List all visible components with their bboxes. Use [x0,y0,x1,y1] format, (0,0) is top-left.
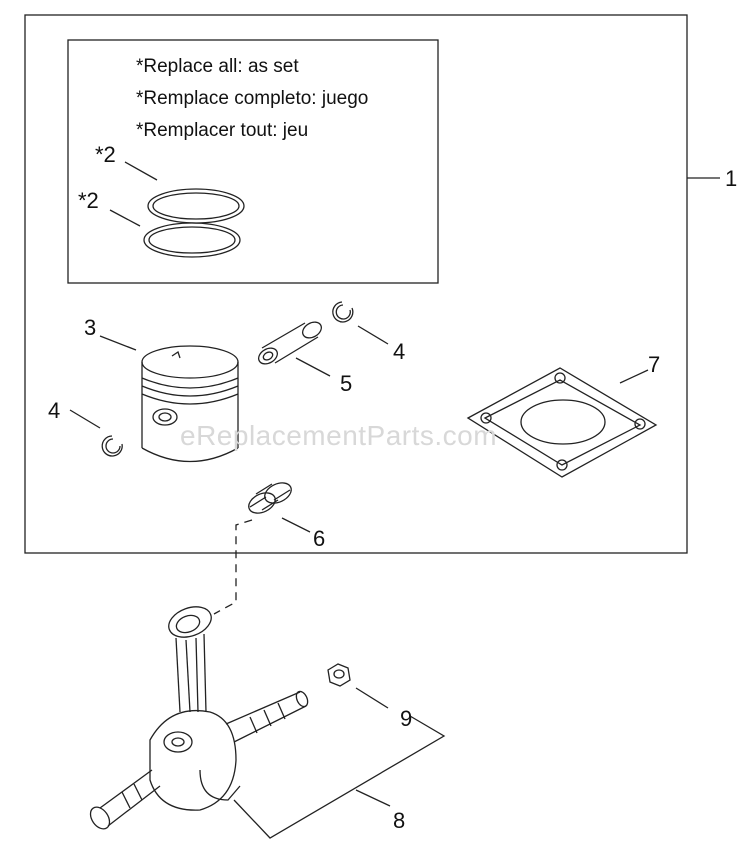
leader-2-lower [109,209,141,227]
piston-ring-lower [143,222,241,258]
label-1: 1 [725,166,738,191]
piston-ring-upper [147,188,245,224]
leader-6 [281,517,311,533]
leader-8 [355,789,391,807]
label-5: 5 [340,371,353,396]
piston-pin [258,321,322,365]
watermark: eReplacementParts.com [180,420,498,451]
leader-3 [99,335,137,351]
kit-box [24,14,688,554]
leader-2-upper [124,161,158,181]
label-7: 7 [648,352,661,377]
label-3: 3 [84,315,97,340]
crankshaft-assembly [89,606,309,830]
needle-bearing [248,482,292,514]
label-4-left: 4 [48,398,61,423]
nut [327,663,351,687]
bracket-8 [233,715,446,839]
leader-4-left [69,409,101,429]
note-line-1: *Replace all: as set [136,56,299,77]
label-6: 6 [313,526,326,551]
label-9: 9 [400,706,413,731]
circlip-right [332,301,354,323]
label-4-right: 4 [393,339,406,364]
label-8: 8 [393,808,406,833]
note-line-2: *Remplace completo: juego [136,88,369,109]
leader-4-right [357,325,389,345]
leader-9 [355,687,389,709]
leader-7 [619,369,649,384]
piston [141,345,239,463]
label-2-upper: *2 [95,142,116,167]
note-line-3: *Remplacer tout: jeu [136,120,309,141]
leader-5 [295,357,331,377]
cylinder-gasket [466,367,658,478]
ring-set-box [67,39,439,284]
label-2-lower: *2 [78,188,99,213]
assembly-dash [213,519,253,615]
circlip-left [101,435,123,457]
